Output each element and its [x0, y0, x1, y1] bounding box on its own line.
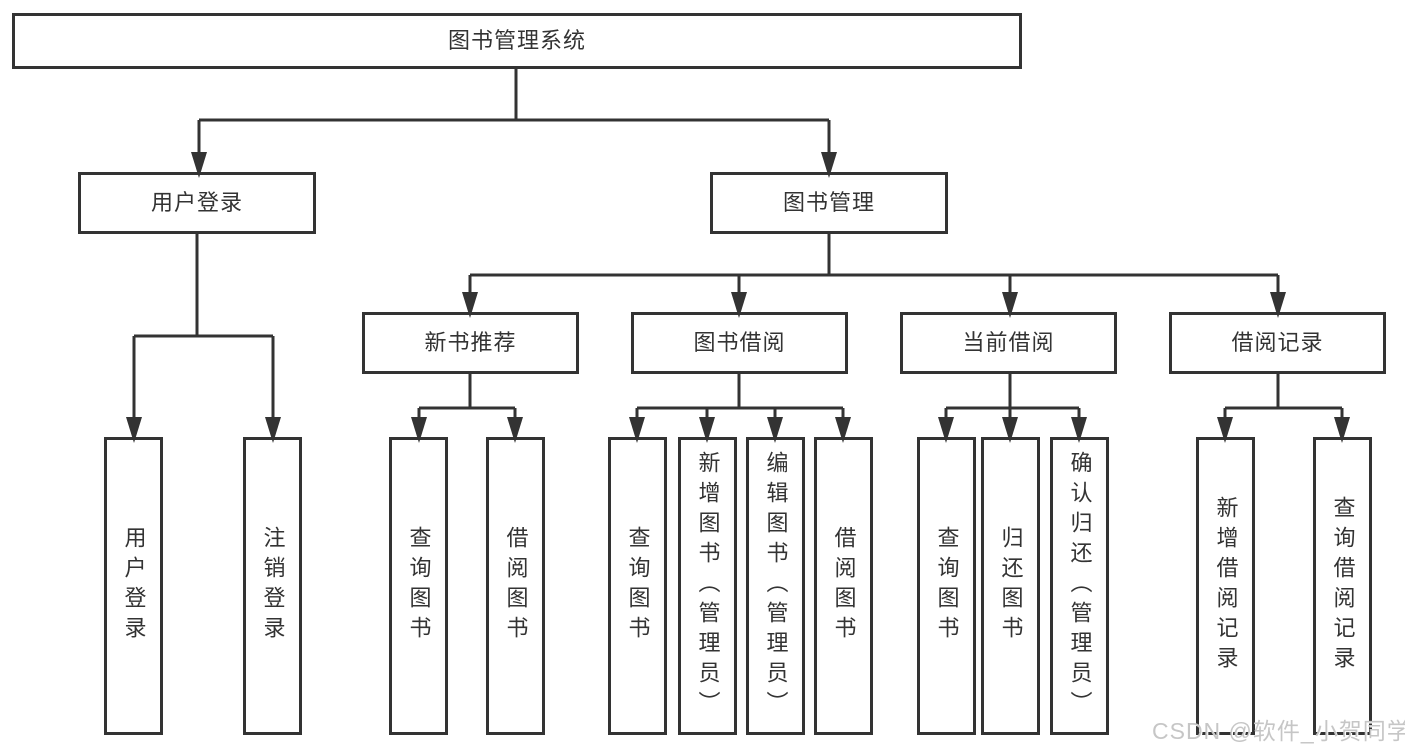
- node-label: 确认归还（管理员）: [1067, 451, 1093, 721]
- node-label: 查询借阅记录: [1330, 496, 1356, 676]
- leaf-add-book-admin: 新增图书（管理员）: [678, 437, 737, 735]
- node-label: 借阅图书: [831, 526, 857, 646]
- node-label: 归还图书: [998, 526, 1024, 646]
- node-label: 图书管理: [782, 190, 875, 215]
- node-label: 借阅记录: [1231, 330, 1324, 355]
- node-label: 查询图书: [934, 526, 960, 646]
- leaf-query-books-current: 查询图书: [917, 437, 976, 735]
- leaf-query-borrow-record: 查询借阅记录: [1313, 437, 1372, 735]
- node-book-management-system: 图书管理系统: [12, 13, 1022, 69]
- leaf-return-book: 归还图书: [981, 437, 1040, 735]
- node-label: 查询图书: [406, 526, 432, 646]
- node-borrow-records: 借阅记录: [1169, 312, 1386, 374]
- csdn-watermark: CSDN @软件_小贺同学: [1152, 718, 1405, 744]
- node-label: 新书推荐: [424, 330, 517, 355]
- leaf-add-borrow-record: 新增借阅记录: [1196, 437, 1255, 735]
- node-label: 用户登录: [150, 190, 243, 215]
- leaf-query-books-borrow: 查询图书: [608, 437, 667, 735]
- leaf-borrow-books-recommend: 借阅图书: [486, 437, 545, 735]
- node-current-borrow: 当前借阅: [900, 312, 1117, 374]
- node-book-management: 图书管理: [710, 172, 948, 234]
- node-label: 注销登录: [260, 526, 286, 646]
- node-label: 用户登录: [121, 526, 147, 646]
- leaf-edit-book-admin: 编辑图书（管理员）: [746, 437, 805, 735]
- node-label: 查询图书: [625, 526, 651, 646]
- node-label: 编辑图书（管理员）: [763, 451, 789, 721]
- leaf-borrow-books-borrow: 借阅图书: [814, 437, 873, 735]
- node-label: 新增图书（管理员）: [695, 451, 721, 721]
- node-label: 当前借阅: [962, 330, 1055, 355]
- leaf-user-login: 用户登录: [104, 437, 163, 735]
- leaf-logout: 注销登录: [243, 437, 302, 735]
- node-book-borrow: 图书借阅: [631, 312, 848, 374]
- node-label: 新增借阅记录: [1213, 496, 1239, 676]
- leaf-query-books-recommend: 查询图书: [389, 437, 448, 735]
- node-user-login: 用户登录: [78, 172, 316, 234]
- node-new-book-recommend: 新书推荐: [362, 312, 579, 374]
- node-label: 图书管理系统: [447, 28, 586, 53]
- leaf-confirm-return-admin: 确认归还（管理员）: [1050, 437, 1109, 735]
- node-label: 借阅图书: [503, 526, 529, 646]
- node-label: 图书借阅: [693, 330, 786, 355]
